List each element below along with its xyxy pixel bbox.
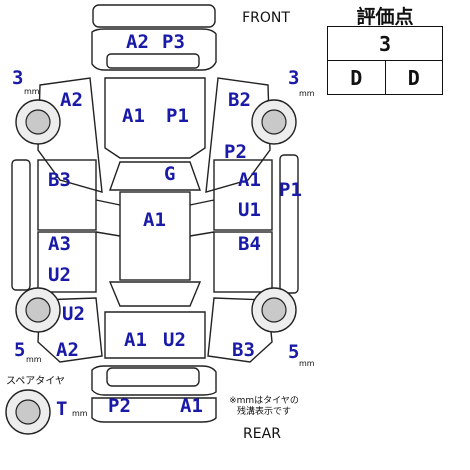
wheel-rear-right [251,287,297,333]
right-door-link-2 [189,231,215,237]
interior-score: D [327,60,386,95]
hood-outline [104,77,206,159]
tire-unit-spare: mm [72,409,88,418]
score-table: 3 D D [327,26,443,95]
damage-trunk-1: A1 [124,329,147,351]
front-grille [106,53,200,69]
damage-rear-bumper-2: A1 [180,395,203,417]
damage-front-bumper-2: P3 [162,31,185,53]
damage-rear-bumper-1: P2 [108,395,131,417]
tire-unit-rear-right: mm [299,359,315,368]
wheel-rear-left [15,287,61,333]
damage-roof: A1 [143,209,166,231]
damage-hood-2: P1 [166,105,189,127]
rear-bumper-upper [91,365,217,396]
rear-window-outline [108,281,202,307]
damage-right-rear-door: B4 [238,233,261,255]
note-line-1: ※mmはタイヤの [229,395,299,406]
tire-depth-front-right: 3 [288,67,299,89]
left-door-link-2 [95,231,121,237]
right-side-sill [279,154,299,294]
damage-right-front-door-1: A1 [238,169,261,191]
tire-depth-rear-right: 5 [288,341,299,363]
rear-bumper [91,397,217,423]
overall-score: 3 [327,26,443,61]
damage-right-front-fender: B2 [228,89,251,111]
damage-right-front-door-2: U1 [238,199,261,221]
right-front-door-outline [213,159,273,231]
tire-depth-spare: T [56,398,67,420]
right-door-link [189,199,215,206]
tire-depth-front-left: 3 [12,67,23,89]
score-title: 評価点 [356,6,414,28]
tire-unit-front-right: mm [299,89,315,98]
left-rear-door-outline [37,231,97,293]
damage-left-rear-fender: A2 [56,339,79,361]
damage-left-rear-tire-area: U2 [62,303,85,325]
damage-left-rear-door-2: U2 [48,264,71,286]
trunk-outline [104,311,206,359]
rear-label: REAR [243,426,281,442]
damage-windshield: G [164,163,175,185]
damage-trunk-2: U2 [163,329,186,351]
tire-depth-rear-left: 5 [14,339,25,361]
right-rear-fender-outline [207,297,273,363]
left-side-sill [11,159,31,291]
left-front-door-outline [37,159,97,231]
damage-right-front-pillar: P2 [224,141,247,163]
damage-hood-1: A1 [122,105,145,127]
rear-lamp-panel [106,367,200,387]
left-rear-fender-outline [37,297,103,363]
note-line-2: 残溝表示です [237,405,291,417]
front-label: FRONT [242,10,290,26]
right-rear-door-outline [213,231,273,293]
wheel-front-left [15,99,61,145]
left-door-link [95,199,121,206]
damage-right-side-sill: P1 [279,179,302,201]
front-bumper [91,28,217,71]
tire-unit-front-left: mm [24,87,40,96]
tire-unit-rear-left: mm [26,355,42,364]
damage-left-rear-door-1: A3 [48,233,71,255]
exterior-score: D [384,60,443,95]
spare-tire-label: スペアタイヤ [6,375,65,387]
damage-right-rear-fender: B3 [232,339,255,361]
wheel-front-right [251,99,297,145]
damage-left-front-fender: A2 [60,89,83,111]
damage-left-front-door: B3 [48,169,71,191]
wheel-spare [5,389,51,435]
front-bumper-top [92,4,216,28]
damage-front-bumper-1: A2 [126,31,149,53]
roof-outline [119,191,191,281]
windshield-outline [109,161,201,191]
